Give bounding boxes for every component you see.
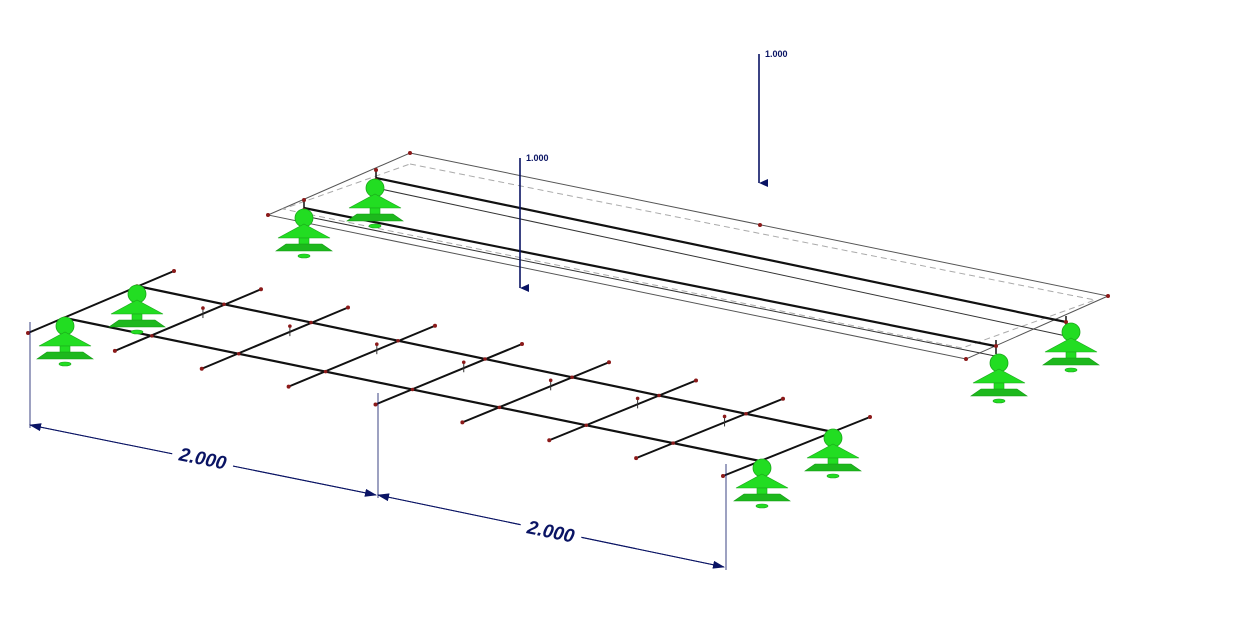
dimension-lines: 2.000 2.000 [29,322,727,570]
load-value-label: 1.000 [765,49,788,59]
cross-members [27,270,871,477]
node[interactable] [396,338,400,343]
node[interactable] [259,287,263,292]
cross-member[interactable] [27,270,175,334]
node[interactable] [201,306,205,310]
support-icon[interactable] [108,284,166,335]
support-icon[interactable] [36,316,94,367]
node[interactable] [868,415,872,419]
node[interactable] [548,378,553,383]
plate-surface[interactable] [266,152,1110,360]
lower-grillage [26,269,872,478]
node[interactable] [635,396,640,401]
cross-member[interactable] [722,416,871,477]
node[interactable] [323,369,328,374]
plate-rib-line [375,187,1067,337]
node[interactable] [433,323,437,328]
upper-nodes [266,151,1110,361]
support-icon[interactable] [733,458,791,509]
node[interactable] [346,305,350,310]
dimension[interactable]: 2.000 [29,423,377,497]
node[interactable] [373,402,378,407]
cross-member[interactable] [114,288,262,352]
node[interactable] [671,441,675,445]
node[interactable] [570,375,574,380]
node[interactable] [302,198,306,202]
node[interactable] [236,351,241,356]
plate-rib-line [303,215,996,357]
cross-member[interactable] [288,324,436,388]
node[interactable] [744,411,748,416]
grillage-nodes [26,269,872,478]
cross-member[interactable] [375,343,523,406]
dimension-label: 2.000 [176,444,228,474]
node[interactable] [520,342,524,346]
dimension[interactable]: 2.000 [377,493,725,569]
node[interactable] [657,393,661,398]
loads: 1.000 1.000 [519,49,788,292]
support-icon[interactable] [970,353,1028,404]
node[interactable] [461,360,466,365]
node[interactable] [112,348,117,353]
support-icon[interactable] [346,178,404,229]
node[interactable] [266,213,270,217]
point-load[interactable]: 1.000 [758,49,788,187]
support-icon[interactable] [275,208,333,259]
node[interactable] [964,357,968,361]
node[interactable] [150,334,154,338]
cross-member[interactable] [635,397,784,460]
node[interactable] [721,474,725,478]
upper-beam[interactable] [375,176,1067,324]
node[interactable] [26,331,30,335]
dimension-label-background [518,511,584,549]
node[interactable] [994,344,998,348]
node[interactable] [408,151,412,155]
node[interactable] [375,342,379,346]
plate-outline [266,152,1110,360]
node[interactable] [584,423,589,428]
node[interactable] [222,302,226,307]
node[interactable] [1106,294,1110,298]
support-icon[interactable] [804,428,862,479]
node[interactable] [309,320,313,325]
point-load[interactable]: 1.000 [519,153,549,292]
node[interactable] [172,269,176,273]
node[interactable] [758,223,762,227]
rib-connectors [202,308,726,427]
node[interactable] [286,384,291,389]
node[interactable] [497,405,502,410]
node[interactable] [781,396,785,401]
node[interactable] [547,438,552,443]
upper-structure [266,151,1110,361]
upper-beam[interactable] [303,206,996,348]
node[interactable] [288,324,292,328]
cross-member[interactable] [461,361,610,424]
cross-member[interactable] [548,379,697,442]
node[interactable] [483,357,487,361]
dimension-label-background [170,440,236,476]
node[interactable] [460,420,465,425]
node[interactable] [634,456,639,461]
node[interactable] [374,168,378,172]
plate-inner-dashed-outline [281,163,1097,349]
load-value-label: 1.000 [526,153,549,163]
node[interactable] [199,366,204,371]
node[interactable] [1064,320,1068,324]
node[interactable] [694,378,698,383]
node[interactable] [410,387,415,392]
cross-member[interactable] [201,306,349,370]
support-icon[interactable] [1042,322,1100,373]
node[interactable] [607,360,611,365]
node[interactable] [722,414,727,419]
